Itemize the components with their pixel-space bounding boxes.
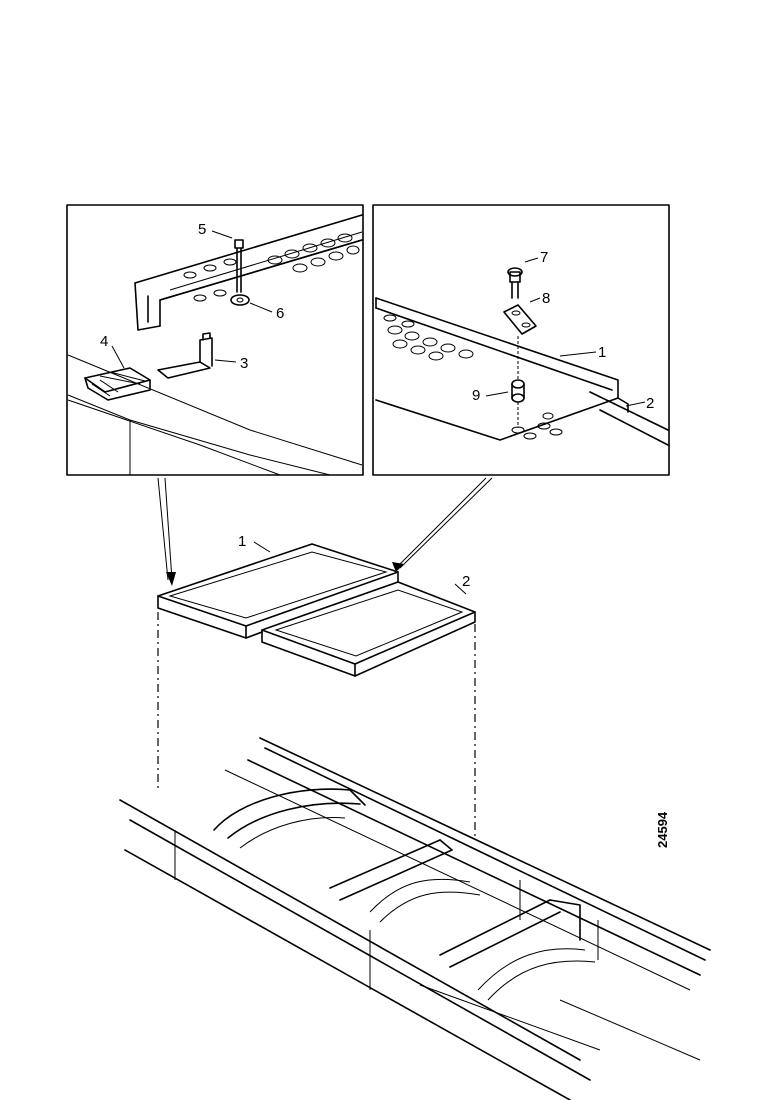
slotted-tray-right (375, 297, 619, 441)
base-holes-right (511, 412, 563, 440)
detail-frame-right (372, 204, 670, 476)
pad-part-4 (84, 367, 151, 401)
callout-1-detail: 1 (598, 344, 606, 361)
callout-6: 6 (276, 305, 284, 322)
tray-assembly (157, 541, 476, 677)
bolt-part-5 (234, 239, 244, 293)
pointer-arrows (157, 477, 493, 586)
callout-3: 3 (240, 355, 248, 372)
callout-2-assembly: 2 (462, 573, 470, 590)
spacer-part-9 (511, 379, 525, 403)
tray-1 (157, 543, 399, 639)
callout-1-assembly: 1 (238, 533, 246, 550)
cross-member-rear (439, 899, 596, 1001)
callout-5: 5 (198, 221, 206, 238)
figure-number: 24594 (655, 811, 670, 848)
callout-9: 9 (472, 387, 480, 404)
bolt-part-7 (507, 267, 523, 299)
floor-surface-left (67, 354, 363, 476)
plate-part-8 (503, 304, 537, 335)
washer-part-6 (230, 294, 250, 306)
detail-frame-left (66, 204, 364, 476)
chassis-frame (119, 737, 711, 1100)
cross-member-front (213, 788, 366, 849)
angle-part-2 (589, 391, 669, 446)
callout-8: 8 (542, 290, 550, 307)
rail-slots-left (183, 233, 360, 302)
slotted-rail-left (134, 214, 363, 331)
clip-part-3 (157, 332, 213, 379)
tray-2 (261, 581, 476, 677)
callouts: 5 6 3 4 7 8 1 9 2 1 2 (100, 221, 654, 590)
callout-2-detail: 2 (646, 395, 654, 412)
projection-lines (157, 612, 476, 840)
detail-panel-right (372, 204, 670, 476)
detail-panel-left (66, 204, 364, 476)
callout-4: 4 (100, 333, 108, 350)
callout-7: 7 (540, 249, 548, 266)
cross-member-middle (329, 839, 481, 923)
